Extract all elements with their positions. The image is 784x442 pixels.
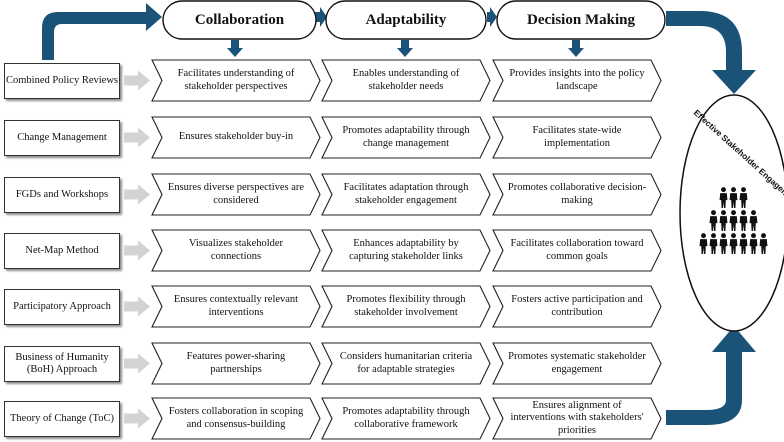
chevron-box: [151, 229, 321, 272]
cell-text: Ensures contextually relevant interventi…: [173, 294, 299, 318]
cell-text: Ensures diverse perspectives are conside…: [167, 182, 305, 206]
cell-text: Fosters active participation and contrib…: [511, 294, 643, 318]
chevron-box: [492, 229, 662, 272]
method-box: Participatory Approach: [4, 288, 120, 325]
side-arrow: [124, 408, 150, 429]
header-down-arrow: [227, 40, 243, 57]
cell-text: Visualizes stakeholder connections: [188, 238, 284, 262]
header-arrow: [487, 7, 497, 27]
cell-text: Ensures stakeholder buy-in: [178, 131, 294, 143]
chevron-box: [321, 229, 491, 272]
header-decision-making: Decision Making: [527, 11, 635, 28]
chevron-box: [321, 116, 491, 159]
side-arrow: [124, 70, 150, 91]
chevron-box: [151, 173, 321, 216]
method-box: Theory of Change (ToC): [4, 400, 120, 437]
header-down-arrow: [568, 40, 584, 57]
method-box: Combined Policy Reviews: [4, 62, 120, 99]
cell-text: Facilitates adaptation through stakehold…: [343, 182, 469, 206]
chevron-box: [321, 59, 491, 102]
chevron-box: [492, 285, 662, 328]
chevron-box: [321, 342, 491, 385]
chevron-box: [321, 173, 491, 216]
cell-text: Fosters collaboration in scoping and con…: [168, 406, 304, 430]
cell-text: Promotes collaborative decision-making: [507, 182, 647, 206]
method-box: Business of Humanity (BoH) Approach: [4, 345, 120, 382]
chevron-box: [151, 59, 321, 102]
method-box: Change Management: [4, 119, 120, 156]
chevron-box: [492, 116, 662, 159]
chevron-box: [151, 342, 321, 385]
top-left-arrow: [42, 3, 162, 60]
cell-text: Promotes flexibility through stakeholder…: [346, 294, 466, 318]
chevron-box: [492, 59, 662, 102]
top-right-arrow: [666, 11, 756, 94]
chevron-box: [151, 116, 321, 159]
cell-text: Features power-sharing partnerships: [186, 351, 286, 375]
cell-text: Facilitates state-wide implementation: [532, 125, 622, 149]
cell-text: Facilitates understanding of stakeholder…: [177, 68, 295, 92]
side-arrow: [124, 240, 150, 261]
cell-text: Ensures alignment of interventions with …: [510, 399, 644, 436]
side-arrow: [124, 127, 150, 148]
bottom-right-arrow: [666, 326, 756, 425]
cell-text: Enables understanding of stakeholder nee…: [352, 68, 460, 92]
header-pill: [496, 0, 666, 40]
header-arrow: [315, 7, 327, 27]
chevron-box: [492, 173, 662, 216]
side-arrow: [124, 296, 150, 317]
cell-text: Promotes adaptability through change man…: [342, 125, 470, 149]
cell-text: Promotes adaptability through collaborat…: [342, 406, 470, 430]
header-collaboration: Collaboration: [194, 11, 285, 28]
cell-text: Provides insights into the policy landsc…: [509, 68, 645, 92]
method-box: Net-Map Method: [4, 232, 120, 269]
cell-text: Enhances adaptability by capturing stake…: [349, 238, 463, 262]
cell-text: Facilitates collaboration toward common …: [510, 238, 644, 262]
side-arrow: [124, 184, 150, 205]
cell-text: Promotes systematic stakeholder engageme…: [508, 351, 646, 375]
chevron-box: [492, 342, 662, 385]
header-down-arrow: [397, 40, 413, 57]
header-pill: [162, 0, 317, 40]
chevron-box: [492, 397, 662, 440]
chevron-box: [151, 285, 321, 328]
chevron-box: [321, 285, 491, 328]
side-arrow: [124, 353, 150, 374]
chevron-box: [151, 397, 321, 440]
method-box: FGDs and Workshops: [4, 176, 120, 213]
header-pill: [325, 0, 487, 40]
header-adaptability: Adaptability: [365, 11, 447, 28]
cell-text: Considers humanitarian criteria for adap…: [339, 351, 473, 375]
chevron-box: [321, 397, 491, 440]
